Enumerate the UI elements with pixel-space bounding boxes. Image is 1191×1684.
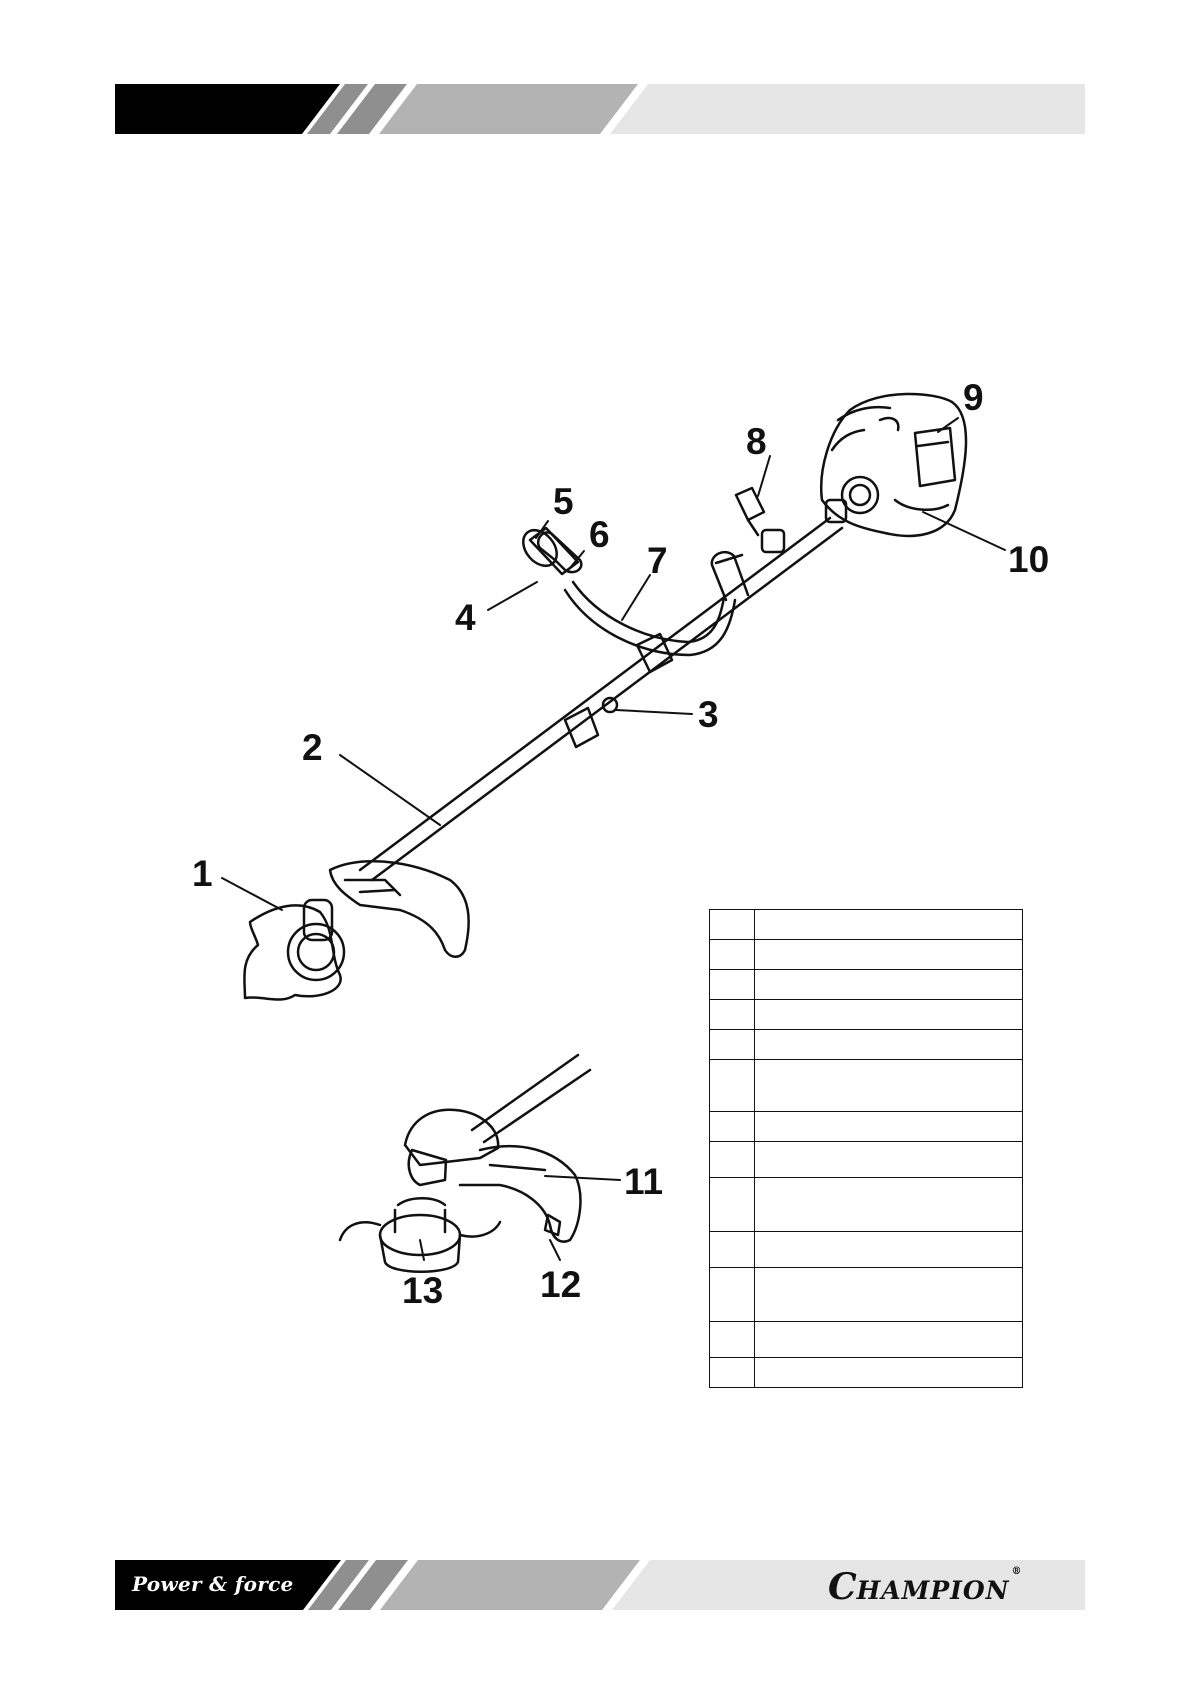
trimmer-head-detail: [338, 1053, 592, 1273]
row-description-cell: [754, 909, 1023, 940]
row-number-cell: [709, 1029, 755, 1060]
callout-10: 10: [1008, 539, 1049, 580]
row-description-cell: [754, 999, 1023, 1030]
blade-head: [243, 860, 470, 1001]
callout-13: 13: [402, 1270, 443, 1311]
row-number-cell: [709, 1267, 755, 1322]
table-row: [709, 1177, 1023, 1232]
callout-3: 3: [698, 694, 719, 735]
row-description-cell: [754, 1321, 1023, 1358]
table-row: [709, 1111, 1023, 1142]
logo-initial: C: [828, 1566, 857, 1608]
callout-5: 5: [553, 481, 574, 522]
callout-6: 6: [589, 514, 610, 555]
callout-9: 9: [963, 377, 984, 418]
handle-clamp: [635, 632, 674, 674]
row-description-cell: [754, 1059, 1023, 1112]
row-number-cell: [709, 1321, 755, 1358]
row-description-cell: [754, 1029, 1023, 1060]
row-description-cell: [754, 1141, 1023, 1178]
table-row: [709, 1141, 1023, 1178]
table-row: [709, 1029, 1023, 1060]
trimmer-diagram: 1 2 3 4 5 6 7 8 9 10 11 12 13: [192, 377, 1049, 1311]
row-description-cell: [754, 1267, 1023, 1322]
champion-logo: CHAMPION®: [828, 1566, 1021, 1608]
row-number-cell: [709, 939, 755, 970]
engine: [820, 392, 968, 538]
row-description-cell: [754, 1357, 1023, 1388]
table-row: [709, 1267, 1023, 1322]
callout-numbers: 1 2 3 4 5 6 7 8 9 10 11 12 13: [192, 377, 1049, 1311]
table-row: [709, 1231, 1023, 1268]
header-band-graphic: [115, 84, 1085, 134]
table-row: [709, 999, 1023, 1030]
row-number-cell: [709, 1141, 755, 1178]
callout-4: 4: [455, 597, 476, 638]
row-description-cell: [754, 1177, 1023, 1232]
strap-hanger: [563, 696, 619, 749]
footer-band-graphic: [115, 1560, 1085, 1610]
footer-band: Power & force CHAMPION®: [0, 1560, 1191, 1610]
leader-lines: [221, 417, 1006, 1261]
throttle-clamp: [734, 486, 786, 554]
parts-legend-table: [709, 909, 1023, 1388]
footer-tagline: Power & force: [132, 1572, 294, 1596]
callout-12: 12: [540, 1264, 581, 1305]
callout-1: 1: [192, 853, 213, 894]
row-number-cell: [709, 909, 755, 940]
row-description-cell: [754, 939, 1023, 970]
row-number-cell: [709, 999, 755, 1030]
row-number-cell: [709, 1177, 755, 1232]
table-row: [709, 1321, 1023, 1358]
table-row: [709, 909, 1023, 940]
callout-7: 7: [647, 540, 668, 581]
row-description-cell: [754, 1111, 1023, 1142]
drive-shaft: [358, 516, 844, 882]
table-row: [709, 1059, 1023, 1112]
row-number-cell: [709, 1111, 755, 1142]
table-row: [709, 1357, 1023, 1388]
callout-8: 8: [746, 421, 767, 462]
row-number-cell: [709, 1357, 755, 1388]
header-band: [0, 84, 1191, 134]
registered-mark: ®: [1011, 1566, 1022, 1577]
row-number-cell: [709, 1059, 755, 1112]
handlebar: [522, 526, 750, 657]
callout-2: 2: [302, 727, 323, 768]
table-row: [709, 969, 1023, 1000]
callout-11: 11: [624, 1161, 663, 1202]
row-description-cell: [754, 1231, 1023, 1268]
row-number-cell: [709, 969, 755, 1000]
row-number-cell: [709, 1231, 755, 1268]
table-row: [709, 939, 1023, 970]
row-description-cell: [754, 969, 1023, 1000]
logo-rest: HAMPION: [856, 1576, 1010, 1605]
